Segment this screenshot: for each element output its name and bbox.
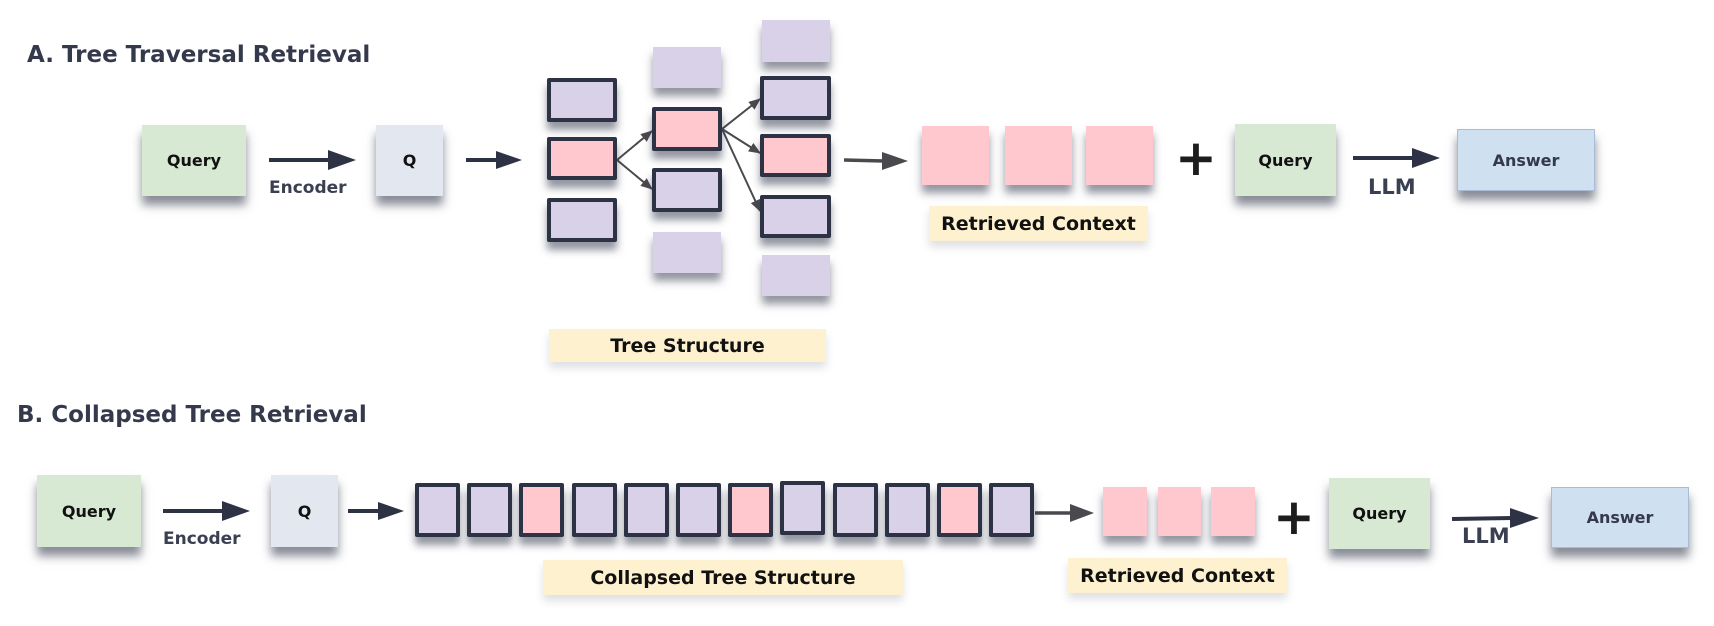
query-box-b: Query [37,475,141,547]
tree-edge [721,98,761,130]
retrieved-node [1103,487,1147,536]
plus-icon-a: + [1175,129,1217,187]
query-box-a-2: Query [1235,124,1336,196]
retrieved-node [1086,126,1153,185]
tree-node [547,198,617,242]
query-box-a: Query [142,125,246,196]
arrow-llm-a [1353,148,1440,168]
retrieved-node [922,126,989,185]
retrieved-context-label-b: Retrieved Context [1068,558,1287,593]
tree-node-unvisited [653,232,721,273]
tree-edge [721,128,761,154]
retrieved-node [1158,487,1201,536]
arrow-tree-to-context [843,152,908,170]
q-box-a: Q [376,125,443,196]
tree-edge [616,159,653,190]
collapsed-node [884,483,930,537]
section-a-title: A. Tree Traversal Retrieval [27,42,371,68]
arrow-q-to-tree [466,151,522,169]
collapsed-tree-label: Collapsed Tree Structure [543,560,903,595]
retrieved-context-label-a: Retrieved Context [929,206,1148,241]
collapsed-node [415,483,460,537]
answer-box-a: Answer [1457,129,1595,191]
llm-label-b: LLM [1462,524,1510,548]
arrow-query-to-q-b [163,501,250,521]
tree-node-unvisited [762,255,830,296]
q-box-b: Q [271,475,338,547]
collapsed-node-selected [728,483,774,537]
collapsed-node [780,481,826,535]
tree-structure-label: Tree Structure [549,329,826,362]
arrow-q-to-collapsed [348,502,404,520]
collapsed-node [832,483,878,537]
tree-node [652,168,722,212]
encoder-label-a: Encoder [269,178,347,198]
tree-edge [721,128,761,212]
tree-node [760,76,831,120]
tree-node-selected [547,137,617,180]
arrow-llm-b [1451,508,1539,528]
tree-node-unvisited [762,20,830,62]
retrieved-node [1211,487,1255,536]
collapsed-node [571,483,617,537]
arrow-collapsed-to-context [1035,504,1094,522]
section-b-title: B. Collapsed Tree Retrieval [17,402,367,428]
tree-edges [616,98,761,212]
collapsed-node-selected [519,483,565,537]
query-box-b-2: Query [1329,478,1430,549]
collapsed-node [467,483,513,537]
collapsed-node-selected [937,483,982,537]
tree-edge [616,130,653,161]
tree-node-unvisited [653,47,721,88]
plus-icon-b: + [1273,488,1315,546]
collapsed-node [989,483,1035,537]
encoder-label-b: Encoder [163,529,241,549]
tree-node [760,195,831,238]
collapsed-node [623,483,669,537]
tree-node-selected [652,107,722,151]
tree-node-selected [760,134,831,177]
answer-box-b: Answer [1551,487,1689,548]
arrow-query-to-q-a [269,150,356,170]
tree-node [547,78,617,122]
llm-label-a: LLM [1368,175,1416,199]
retrieved-node [1005,126,1072,185]
collapsed-node [676,483,721,537]
